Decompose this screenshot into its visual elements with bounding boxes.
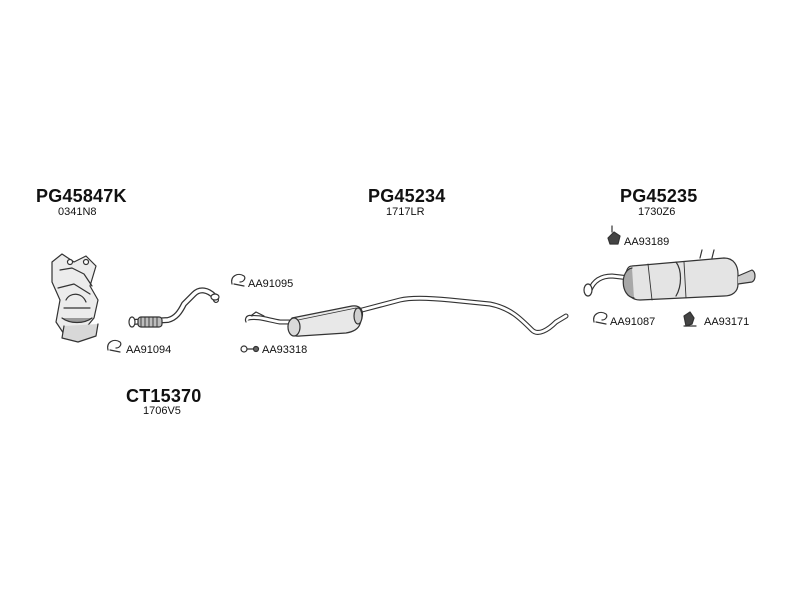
rear-silencer[interactable] xyxy=(583,249,756,301)
exhaust-manifold[interactable] xyxy=(51,253,99,343)
accessory-bolt-kit: AA93318 xyxy=(262,344,308,356)
rubber-mount-icon[interactable] xyxy=(683,311,697,327)
middle-silencer-oem-code: 1717LR xyxy=(386,206,425,218)
flex-pipe[interactable] xyxy=(128,287,220,328)
accessory-clamp-front: AA91094 xyxy=(126,344,172,356)
front-pipe-part-code: PG45847K xyxy=(36,186,127,206)
accessory-clamp-flex: AA91095 xyxy=(248,278,294,290)
mount-icon[interactable] xyxy=(607,225,621,245)
middle-silencer-pipe[interactable] xyxy=(244,295,569,337)
catalyst-oem-code: 1706V5 xyxy=(143,405,181,417)
catalyst-part-code: CT15370 xyxy=(126,386,202,406)
front-pipe-oem-code: 0341N8 xyxy=(58,206,97,218)
middle-silencer-part-code: PG45234 xyxy=(368,186,446,206)
accessory-clamp-rear: AA91087 xyxy=(610,316,656,328)
clamp-icon[interactable] xyxy=(231,273,246,287)
clamp-icon[interactable] xyxy=(593,311,608,325)
bolt-icon[interactable] xyxy=(240,345,260,353)
accessory-rubber-mount: AA93171 xyxy=(704,316,750,328)
accessory-mount-upper: AA93189 xyxy=(624,236,670,248)
rear-silencer-oem-code: 1730Z6 xyxy=(638,206,676,218)
rear-silencer-part-code: PG45235 xyxy=(620,186,698,206)
clamp-icon[interactable] xyxy=(107,339,122,353)
